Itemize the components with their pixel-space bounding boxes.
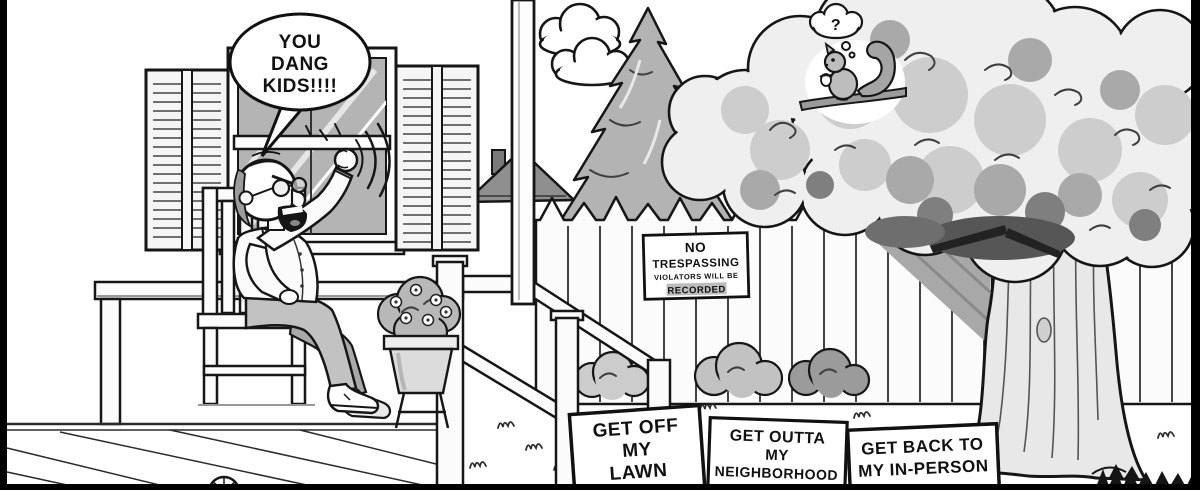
fence-sign-line-4: RECORDED [667, 284, 726, 297]
squirrel [819, 40, 896, 101]
neighborhood-sign-line-3: NEIGHBORHOOD [714, 463, 838, 483]
yard-sign-neighborhood: GET OUTTA MY NEIGHBORHOOD [706, 415, 849, 490]
speech-line-3: KIDS!!!! [263, 76, 338, 97]
old-man [232, 122, 392, 420]
speech-line-1: YOU [279, 32, 322, 53]
cloud [550, 36, 631, 87]
hand [279, 289, 299, 305]
railing-post [99, 297, 122, 426]
question-mark: ? [831, 17, 841, 34]
speech-bubble: YOU DANG KIDS!!!! [228, 12, 372, 157]
fence-sign-line-2: TRESPASSING [652, 257, 739, 271]
speech-line-2: DANG [271, 54, 329, 75]
flower-pot [376, 275, 462, 429]
squirrel-scene: ? [798, 2, 907, 124]
shutter-right [394, 64, 480, 252]
branch-silhouette [1005, 228, 1062, 258]
recorded-highlight [666, 282, 727, 296]
glasses [271, 178, 291, 198]
ear [238, 190, 254, 206]
panel-border-bottom [0, 484, 1200, 490]
bush [693, 341, 784, 398]
teeth [282, 206, 303, 215]
trunk-knot [1036, 317, 1052, 343]
panel-border-left [0, 0, 7, 490]
lawn-sign-line-2: MY [622, 439, 653, 462]
porch-floor [6, 422, 461, 490]
pot-stand [394, 392, 450, 429]
squirrel-ear [824, 41, 836, 56]
branch-silhouette [930, 225, 1007, 253]
squirrel-tail [856, 40, 896, 98]
neighborhood-sign-line-1: GET OUTTA [729, 427, 825, 447]
lawn-sign-line-3: LAWN [609, 460, 668, 485]
panel-border-right [1191, 0, 1200, 490]
neighborhood-sign-line-2: MY [765, 447, 789, 465]
fist [333, 147, 359, 173]
fence-sign-line-3: VIOLATORS WILL BE [654, 271, 739, 282]
yard-sign-in-person: GET BACK TO MY IN-PERSON [845, 421, 1002, 490]
fence-sign-line-1: NO [685, 240, 707, 256]
squirrel-eye [831, 58, 835, 62]
bush [787, 347, 871, 398]
thought-bubble: ? [808, 2, 864, 59]
motion-lines [305, 122, 391, 198]
porch-post [510, 0, 536, 306]
no-trespassing-sign: NO TRESPASSING VIOLATORS WILL BE RECORDE… [641, 231, 751, 301]
flowers [389, 283, 453, 327]
bush [573, 350, 651, 400]
shutter-left [144, 68, 230, 252]
yard-sign-lawn: GET OFF MY LAWN [567, 403, 707, 490]
